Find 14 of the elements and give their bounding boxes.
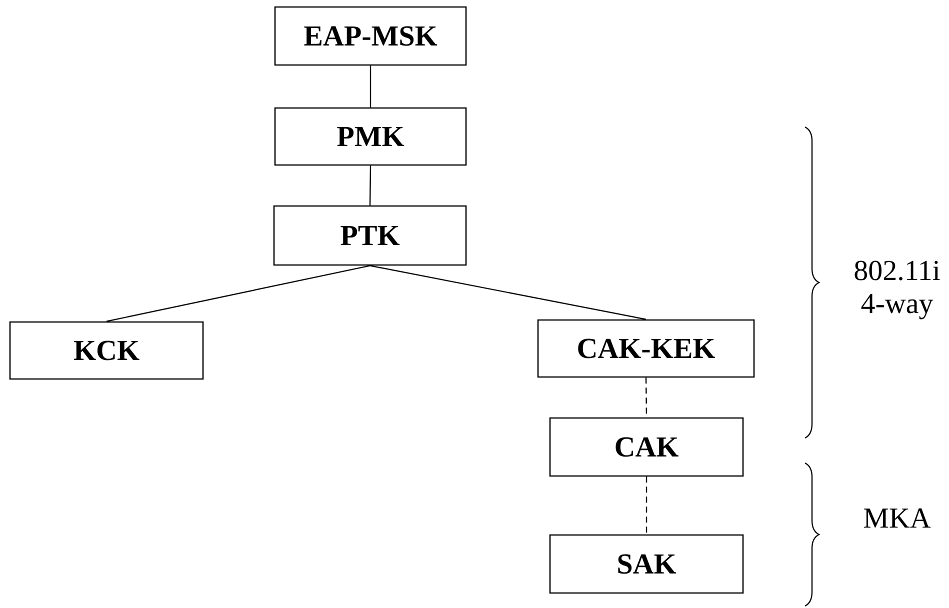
brace-label: 802.11i 4-way — [854, 260, 940, 320]
brace-label: MKA — [864, 508, 931, 528]
key-box: PTK — [273, 205, 467, 266]
key-box: EAP-MSK — [274, 6, 467, 66]
connector-line — [646, 476, 648, 534]
connector-line — [370, 66, 372, 108]
key-box: CAK — [549, 417, 744, 477]
connector-line — [370, 265, 646, 320]
key-box: KCK — [9, 321, 204, 380]
connector-line — [369, 166, 372, 206]
connector-line — [106, 265, 370, 322]
key-box: SAK — [549, 534, 744, 594]
key-box: PMK — [274, 107, 467, 166]
key-box: CAK-KEK — [537, 319, 755, 378]
